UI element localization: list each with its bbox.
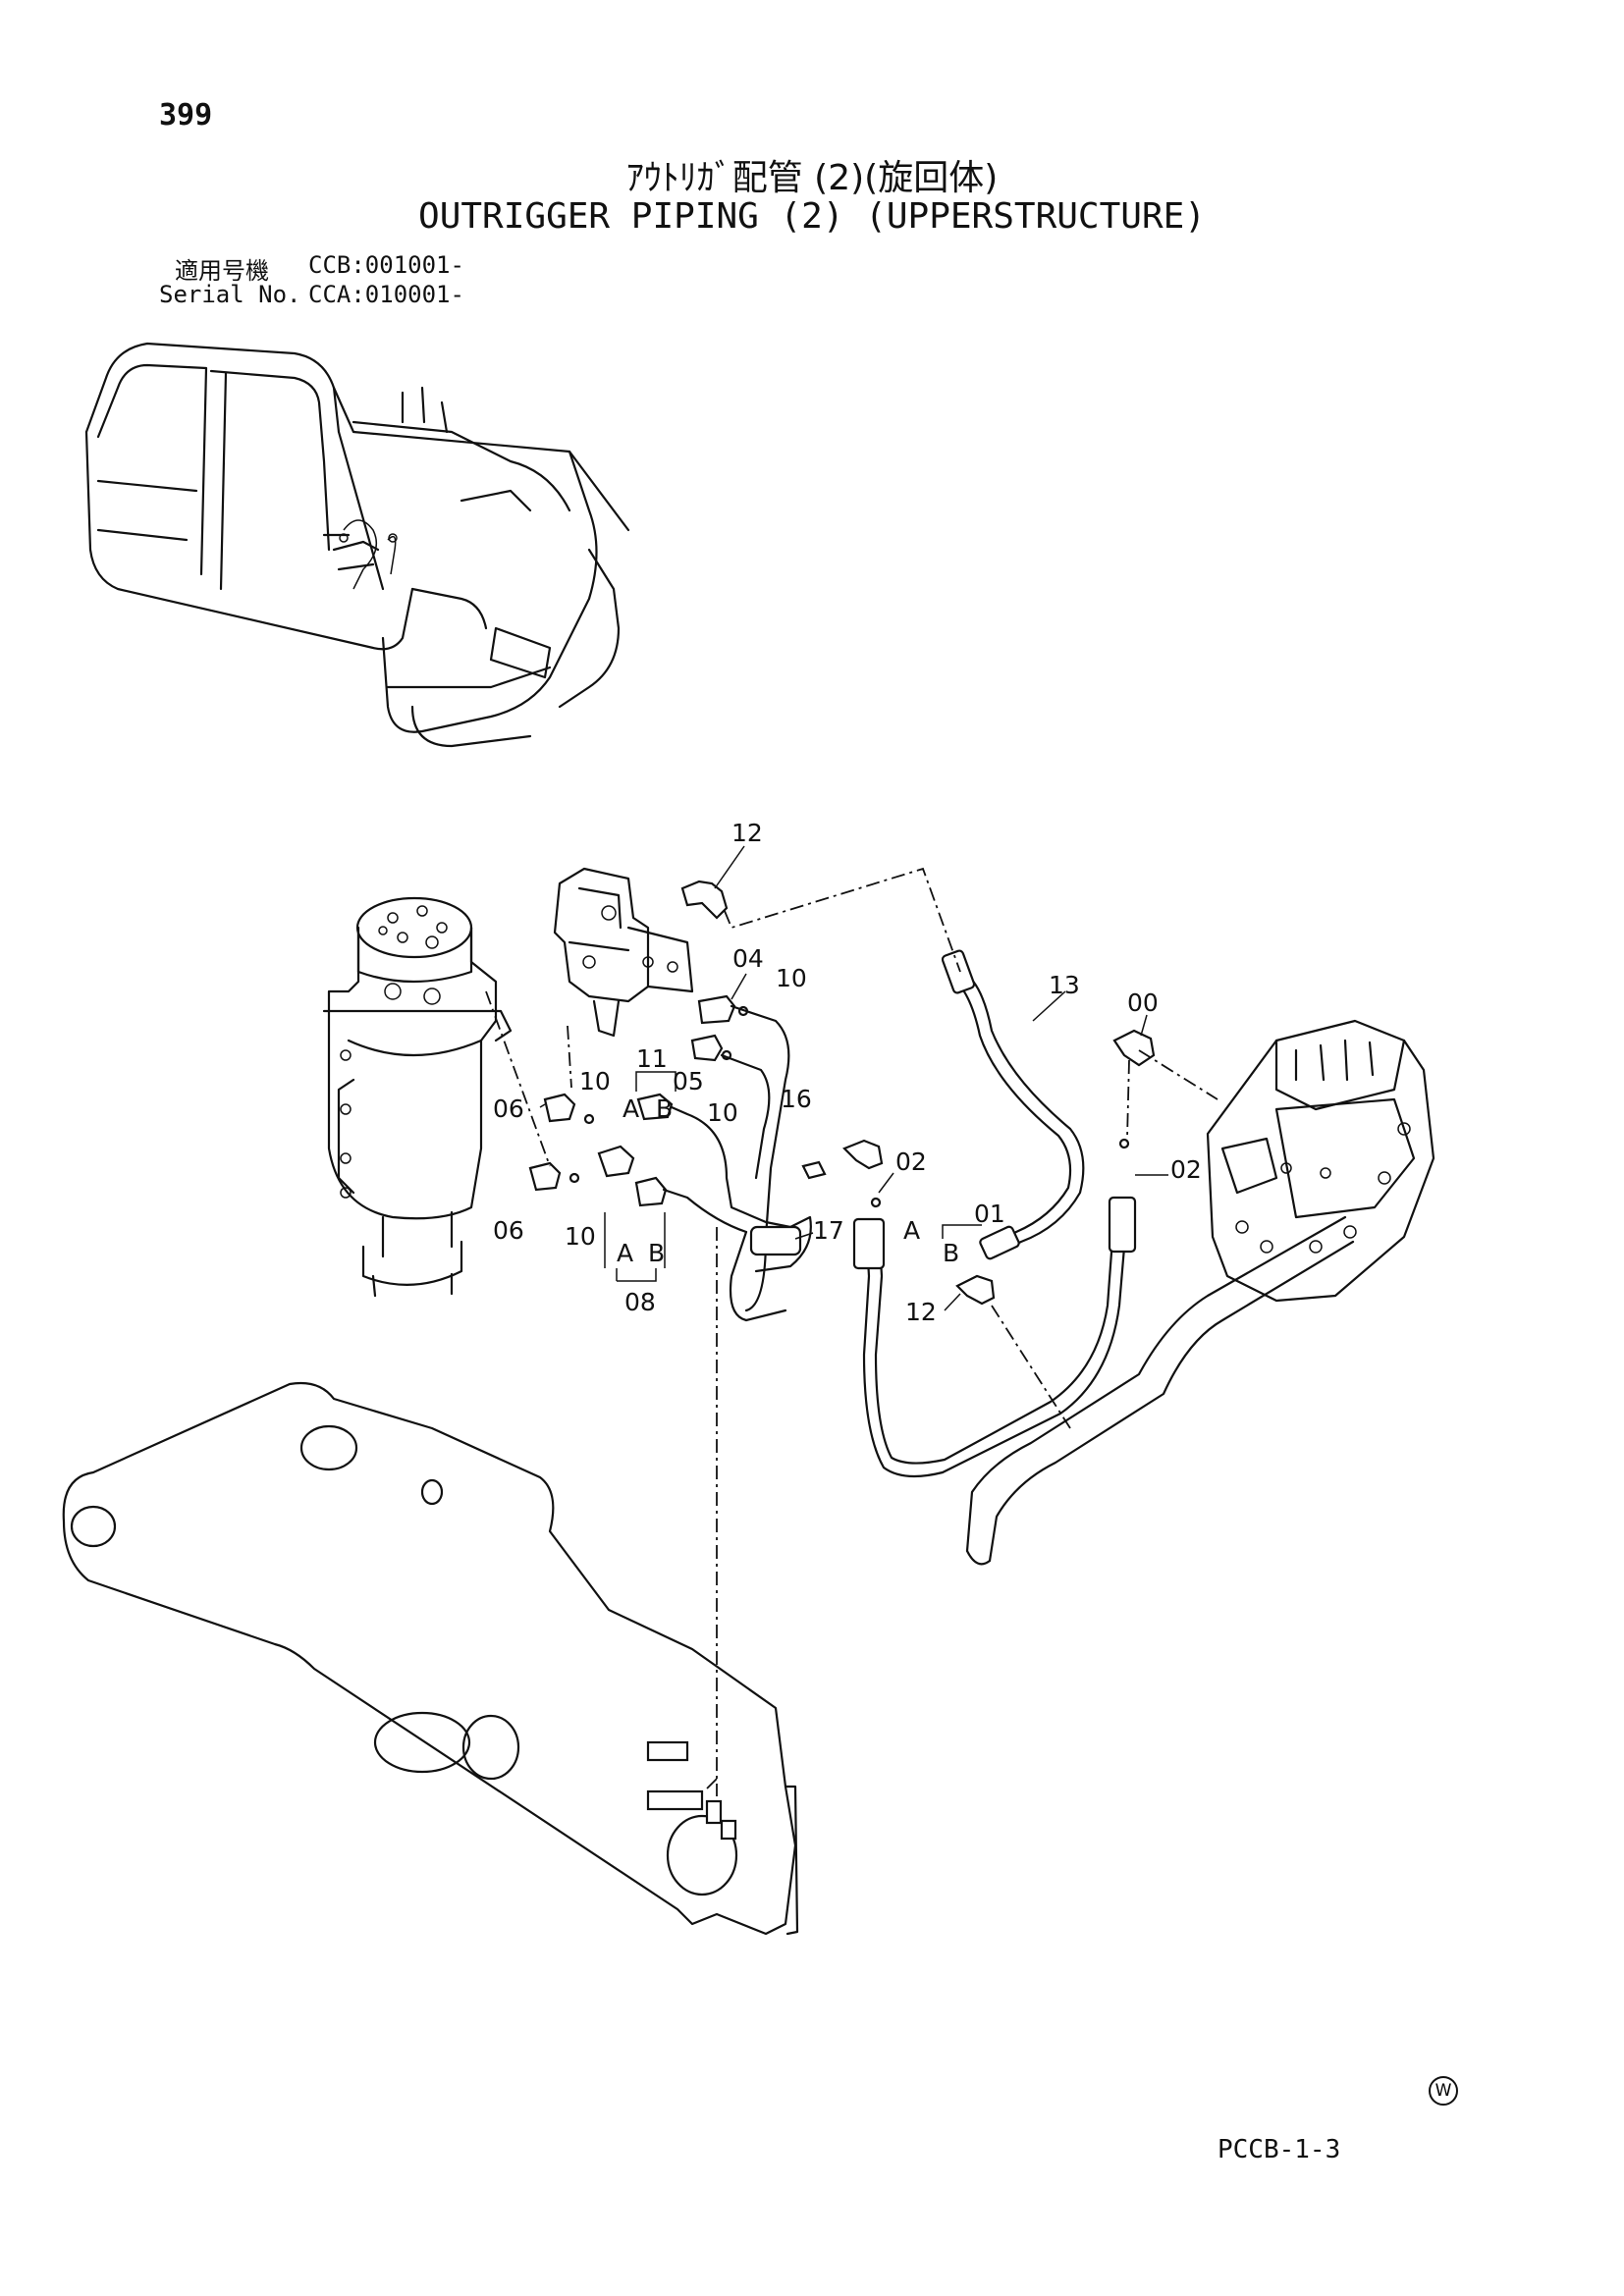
connection-lines bbox=[485, 867, 1218, 1796]
selector-valve bbox=[553, 867, 694, 1038]
hoses bbox=[662, 949, 1355, 1566]
title-english: OUTRIGGER PIPING (2) (UPPERSTRUCTURE) bbox=[418, 196, 1206, 237]
control-valve bbox=[1206, 1019, 1435, 1303]
callout-label: 12 bbox=[905, 1298, 937, 1326]
excavator-overview bbox=[84, 342, 630, 748]
page-number: 399 bbox=[159, 98, 213, 133]
callout-label: 00 bbox=[1127, 988, 1159, 1017]
callout-label: B bbox=[943, 1239, 959, 1267]
fittings bbox=[528, 880, 1156, 1306]
callout-label: 01 bbox=[974, 1200, 1005, 1228]
callout-label: 10 bbox=[579, 1067, 611, 1095]
callout-label: 10 bbox=[707, 1098, 738, 1127]
callout-label: 17 bbox=[813, 1216, 844, 1245]
callout-label: 13 bbox=[1049, 971, 1080, 999]
callout-label: 08 bbox=[624, 1288, 656, 1316]
callout-label: 06 bbox=[493, 1216, 524, 1245]
swivel-joint bbox=[322, 896, 513, 1298]
page-code: PCCB-1-3 bbox=[1218, 2135, 1341, 2164]
callout-label: 11 bbox=[636, 1044, 668, 1073]
callout-label: 06 bbox=[493, 1095, 524, 1123]
serial-value-japanese: CCB:001001- bbox=[308, 251, 464, 279]
callout-label: 12 bbox=[731, 819, 763, 847]
callout-label: A bbox=[903, 1216, 920, 1245]
callout-label: 04 bbox=[732, 944, 764, 973]
serial-value-english: CCA:010001- bbox=[308, 281, 464, 308]
callout-label: 16 bbox=[781, 1085, 812, 1113]
frame-plate bbox=[62, 1381, 799, 1936]
callout-leaders bbox=[539, 845, 1168, 1311]
callout-label: A bbox=[623, 1095, 639, 1123]
title-japanese: ｱｳﾄﾘｶﾞ配管 (2)(旋回体) bbox=[625, 158, 999, 198]
serial-label-english: Serial No. bbox=[159, 281, 301, 308]
callout-label: B bbox=[656, 1095, 673, 1123]
callout-label: 05 bbox=[673, 1067, 704, 1095]
callout-label: 10 bbox=[776, 964, 807, 992]
callout-label: 10 bbox=[565, 1222, 596, 1251]
callout-labels: 12 04 10 13 00 06 11 05 A B 16 02 06 10 … bbox=[493, 819, 1202, 1326]
serial-label-japanese: 適用号機 bbox=[175, 257, 269, 285]
callout-label: 02 bbox=[1170, 1155, 1202, 1184]
w-mark: W bbox=[1429, 2076, 1458, 2106]
callout-label: B bbox=[648, 1239, 665, 1267]
callout-label: A bbox=[617, 1239, 633, 1267]
callout-label: 02 bbox=[895, 1148, 927, 1176]
